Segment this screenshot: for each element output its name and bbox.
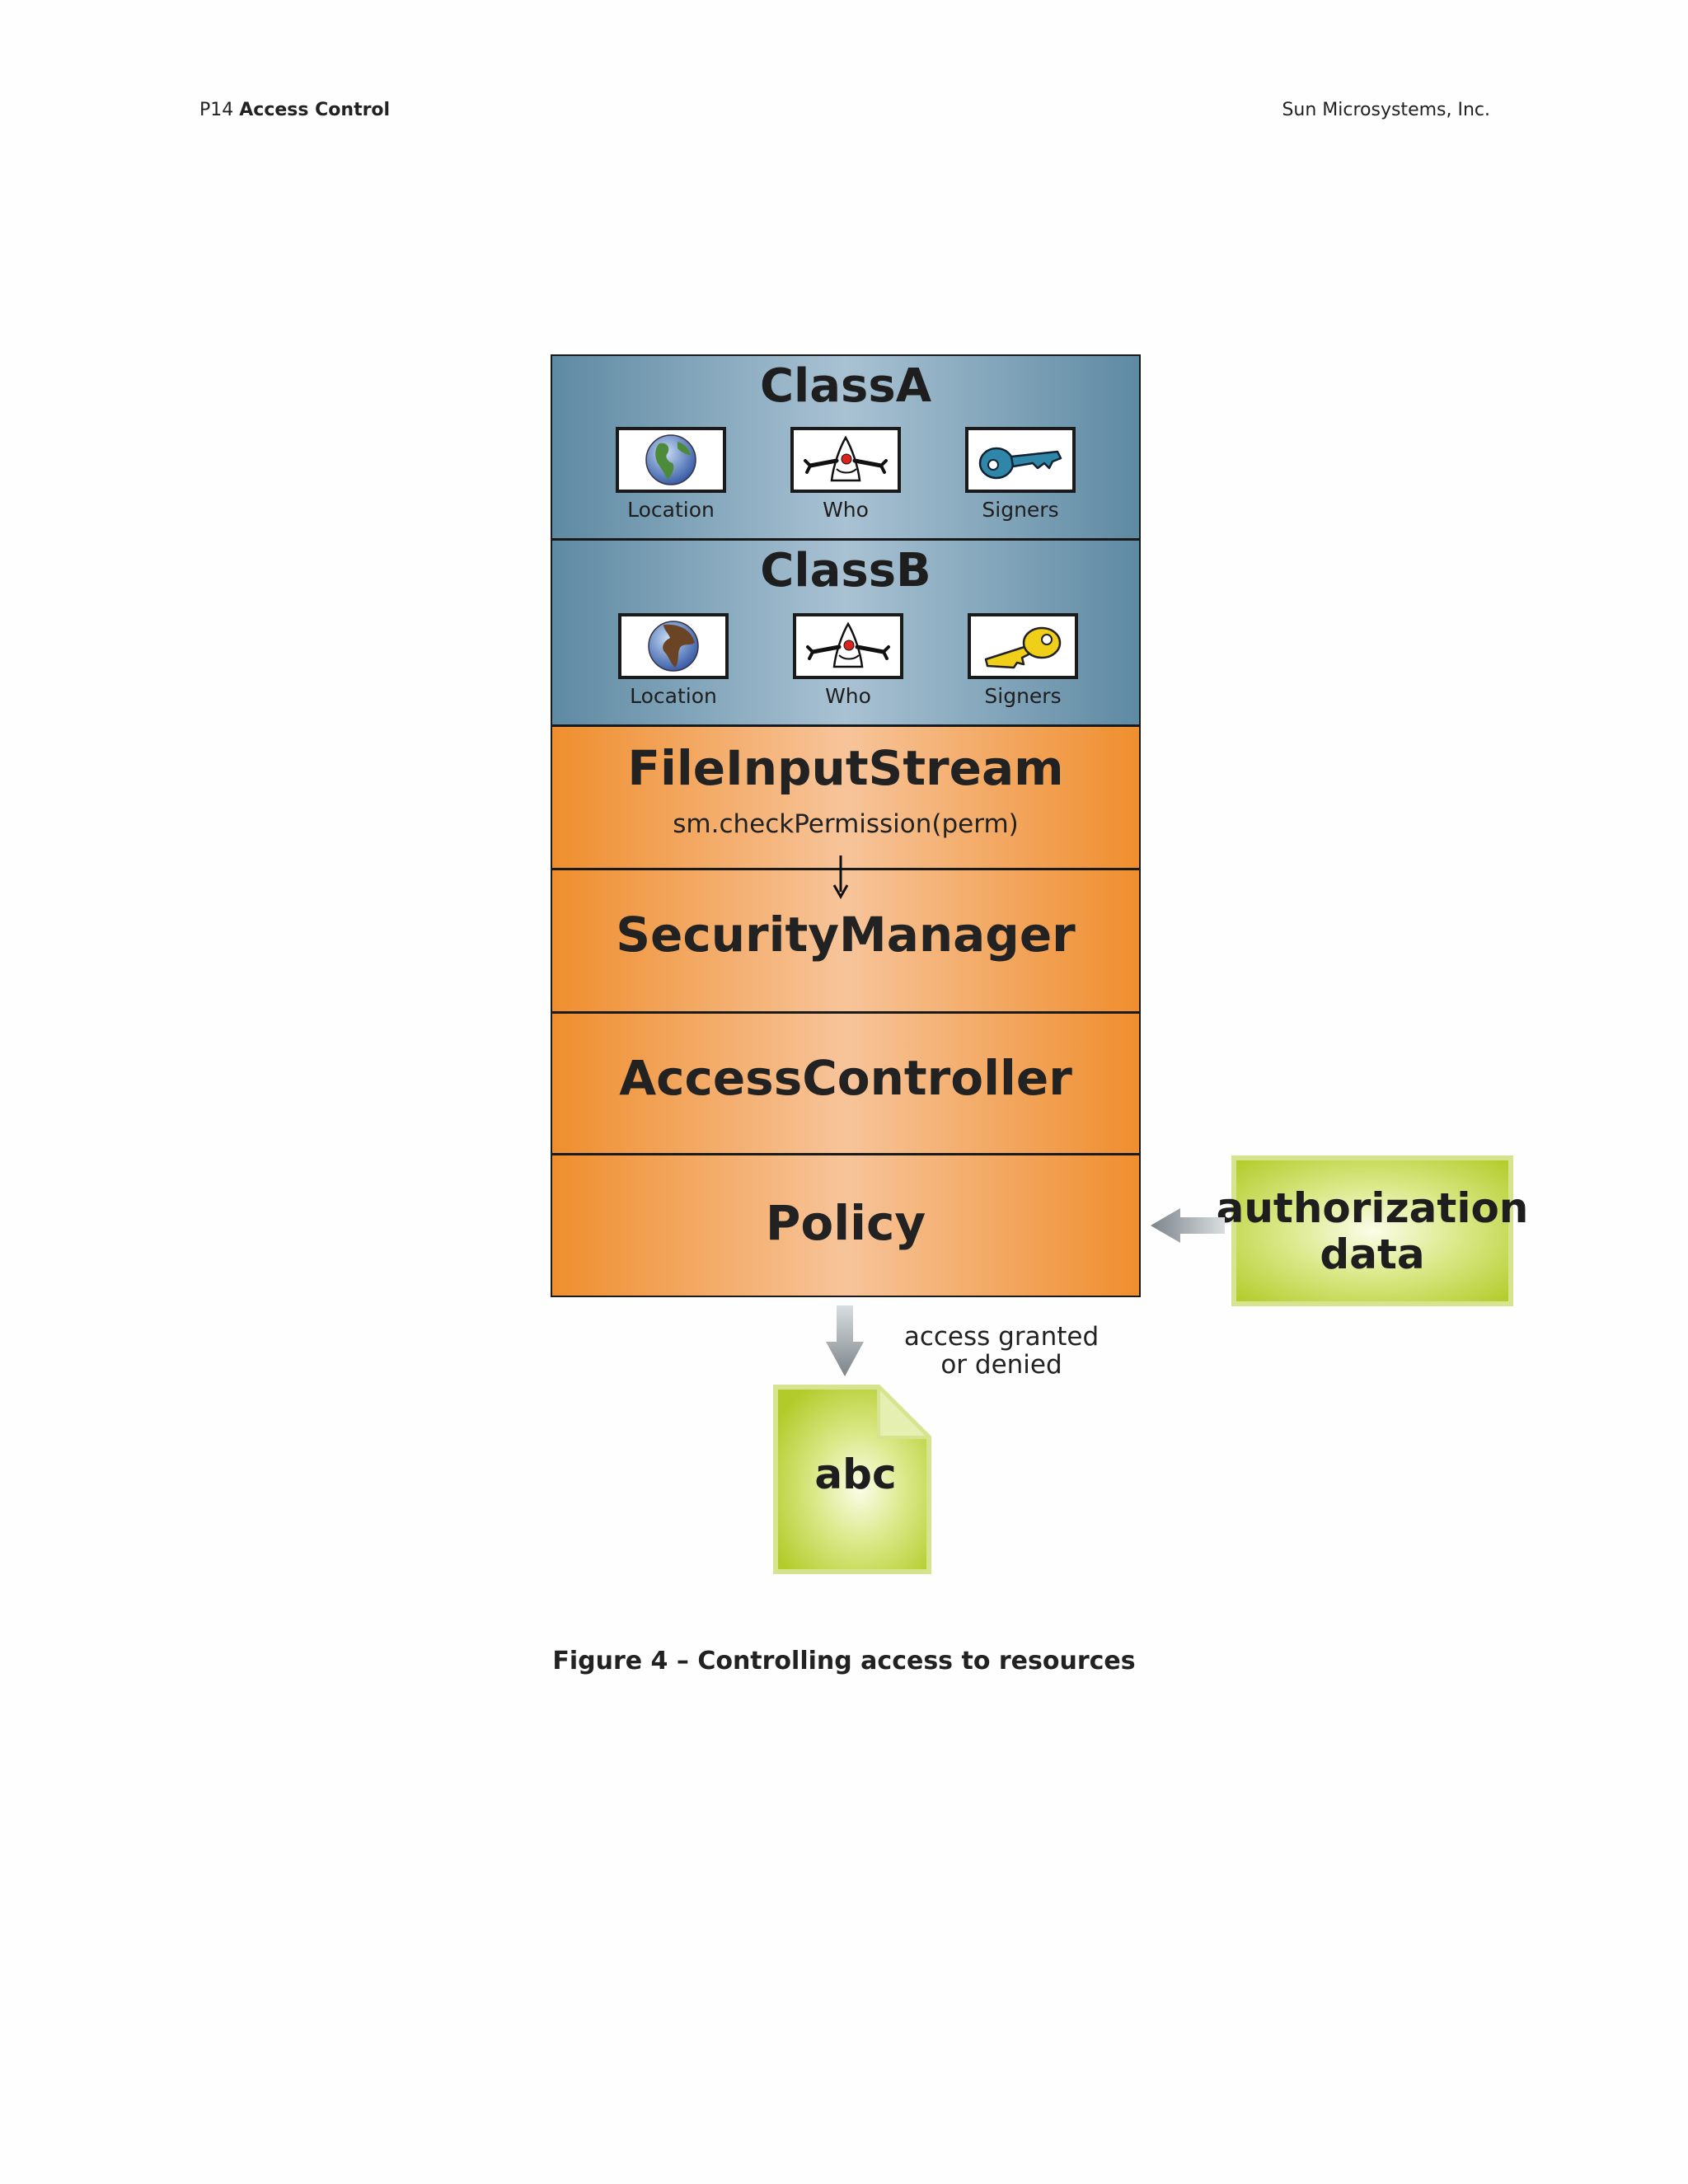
authorization-data-box: authorization data [1217, 1155, 1528, 1306]
policy-layer: Policy [552, 1155, 1139, 1296]
authorization-label: authorization [1216, 1183, 1529, 1232]
signers-label: Signers [984, 684, 1062, 708]
class-a-title: ClassA [759, 359, 932, 413]
globe-icon [618, 613, 729, 679]
location-label: Location [627, 498, 715, 522]
signers-label: Signers [982, 498, 1059, 522]
resource-label: abc [814, 1451, 897, 1498]
class-b-title: ClassB [760, 544, 931, 598]
security-manager-title: SecurityManager [616, 907, 1076, 963]
data-label: data [1320, 1230, 1425, 1278]
page-number: P14 [199, 100, 234, 120]
who-label: Who [823, 498, 869, 522]
company-name: Sun Microsystems, Inc. [1282, 100, 1490, 120]
section-title: Access Control [239, 100, 391, 120]
class-a-location: Location [613, 427, 729, 522]
or-denied-text: or denied [940, 1350, 1062, 1380]
policy-title: Policy [765, 1195, 926, 1251]
access-controller-layer: AccessController [552, 1014, 1139, 1155]
check-permission-call: sm.checkPermission(perm) [673, 809, 1019, 839]
key-icon [965, 427, 1076, 493]
figure-caption: Figure 4 – Controlling access to resourc… [552, 1647, 1136, 1675]
location-label: Location [630, 684, 717, 708]
class-a-who: Who [788, 427, 903, 522]
authorization-arrow [1151, 1208, 1225, 1243]
class-a-layer: ClassA Location [552, 356, 1139, 541]
access-result-arrow [826, 1305, 864, 1376]
class-a-signers: Signers [963, 427, 1078, 522]
access-granted-text: access granted [903, 1322, 1100, 1352]
class-b-signers: Signers [965, 613, 1081, 708]
check-permission-arrow [832, 855, 849, 900]
page-header-left: P14 Access Control [199, 100, 390, 120]
access-controller-title: AccessController [619, 1050, 1072, 1106]
security-manager-layer: SecurityManager [552, 870, 1139, 1014]
globe-icon [616, 427, 726, 493]
resource-document-icon [773, 1385, 931, 1574]
class-b-location: Location [616, 613, 731, 708]
class-b-who: Who [790, 613, 906, 708]
duke-mascot-icon [793, 613, 903, 679]
class-b-icon-row: Location Who [552, 613, 1139, 714]
class-b-layer: ClassB Location [552, 541, 1139, 727]
access-result-label: access granted or denied [898, 1323, 1104, 1379]
class-a-icon-row: Location Who [552, 427, 1139, 527]
file-input-stream-title: FileInputStream [627, 740, 1064, 796]
access-control-stack: ClassA Location [551, 354, 1141, 1297]
key-icon [968, 613, 1078, 679]
file-input-stream-layer: FileInputStream sm.checkPermission(perm) [552, 727, 1139, 870]
who-label: Who [825, 684, 871, 708]
duke-mascot-icon [790, 427, 901, 493]
